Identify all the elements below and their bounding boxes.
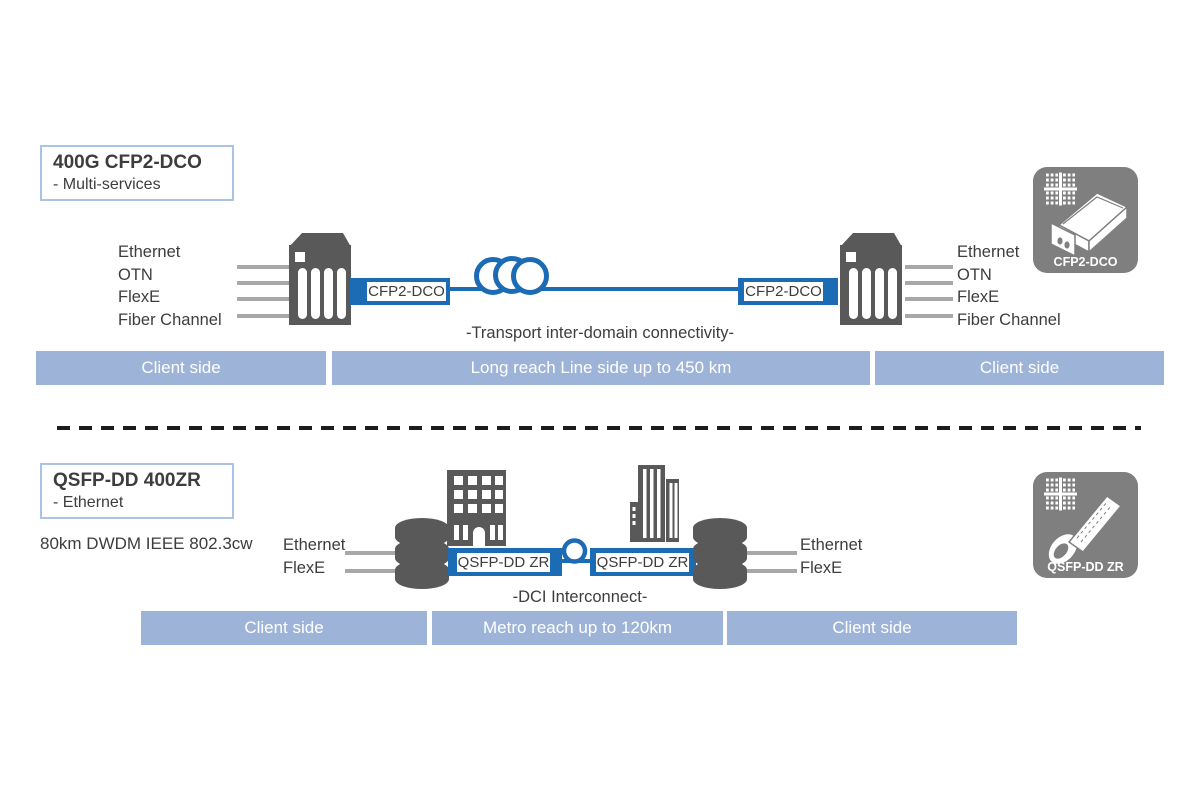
- service-label: Fiber Channel: [957, 311, 1061, 329]
- transceiver-label-left: CFP2-DCO: [365, 280, 448, 303]
- transceiver-label-right-bottom: QSFP-DD ZR: [594, 551, 691, 574]
- client-line: [237, 281, 290, 285]
- service-label: OTN: [118, 266, 153, 284]
- service-label: FlexE: [118, 288, 161, 306]
- cfp2-module-drawing: [1050, 192, 1129, 258]
- transceiver-label-left-bottom: QSFP-DD ZR: [455, 551, 552, 574]
- building-icon-right: [630, 464, 680, 542]
- qr-mark: [1044, 477, 1077, 511]
- bar-client-side-left-top: Client side: [36, 351, 326, 385]
- client-line: [747, 551, 797, 555]
- service-label: Ethernet: [800, 536, 863, 554]
- client-line: [905, 314, 953, 318]
- client-line: [747, 569, 797, 573]
- client-line: [237, 265, 290, 269]
- router-icon-left: [286, 231, 354, 325]
- router-icon-right: [837, 231, 905, 325]
- client-line: [905, 297, 953, 301]
- client-line: [345, 569, 397, 573]
- cfp2-dco-badge-icon: CFP2-DCO: [1033, 167, 1138, 273]
- service-label: FlexE: [957, 288, 1000, 306]
- database-icon-left: [394, 517, 450, 591]
- bar-client-side-left-bottom: Client side: [141, 611, 427, 645]
- transceiver-label-right: CFP2-DCO: [742, 280, 825, 303]
- badge-label: CFP2-DCO: [1054, 255, 1118, 269]
- fiber-coil-icon: [470, 255, 555, 300]
- client-line: [905, 265, 953, 269]
- service-label: Ethernet: [118, 243, 181, 261]
- bottom-info-subtitle: - Ethernet: [53, 494, 124, 511]
- client-line: [345, 551, 397, 555]
- client-line: [905, 281, 953, 285]
- qsfp-module-drawing: [1048, 494, 1123, 564]
- client-line: [237, 314, 290, 318]
- top-info-title: 400G CFP2-DCO: [53, 152, 202, 173]
- service-label: Ethernet: [283, 536, 346, 554]
- client-line: [237, 297, 290, 301]
- bottom-info-title: QSFP-DD 400ZR: [53, 470, 201, 491]
- qr-mark: [1044, 172, 1077, 206]
- bottom-info-box: QSFP-DD 400ZR - Ethernet: [40, 463, 234, 519]
- service-label: FlexE: [283, 559, 326, 577]
- section-divider: [57, 426, 1141, 430]
- building-icon-left: [447, 470, 506, 546]
- bottom-link-caption: -DCI Interconnect-: [512, 588, 648, 606]
- top-link-caption: -Transport inter-domain connectivity-: [465, 324, 735, 342]
- top-info-subtitle: - Multi-services: [53, 176, 161, 193]
- badge-label: QSFP-DD ZR: [1047, 560, 1123, 574]
- service-label: OTN: [957, 266, 992, 284]
- bar-metro-reach-bottom: Metro reach up to 120km: [432, 611, 723, 645]
- fiber-loop-icon: [558, 537, 592, 566]
- service-label: Ethernet: [957, 243, 1020, 261]
- service-label: FlexE: [800, 559, 843, 577]
- database-icon-right: [692, 517, 748, 591]
- fiber-line: [448, 287, 740, 291]
- bar-line-side-top: Long reach Line side up to 450 km: [332, 351, 870, 385]
- spec-note: 80km DWDM IEEE 802.3cw: [40, 534, 253, 553]
- qsfp-dd-zr-badge-icon: QSFP-DD ZR: [1033, 472, 1138, 578]
- service-label: Fiber Channel: [118, 311, 222, 329]
- bar-client-side-right-top: Client side: [875, 351, 1164, 385]
- top-info-box: 400G CFP2-DCO - Multi-services: [40, 145, 234, 201]
- bar-client-side-right-bottom: Client side: [727, 611, 1017, 645]
